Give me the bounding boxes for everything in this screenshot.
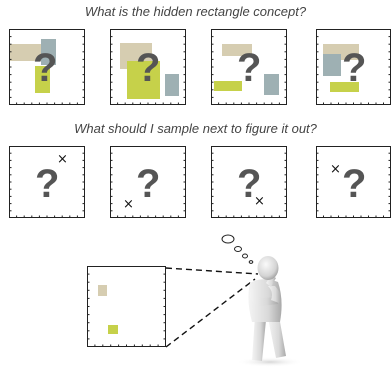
tan-rectangle — [10, 44, 46, 61]
thought-bubble-icon — [221, 234, 254, 264]
question-mark-icon: ? — [136, 46, 161, 90]
thinking-person-illustration — [236, 256, 304, 367]
panel-tick-marks — [9, 36, 391, 347]
tan-rectangle — [222, 44, 252, 56]
slate-rectangle — [264, 74, 279, 95]
question-mark-icon: ? — [33, 46, 58, 90]
slate-rectangle — [323, 54, 341, 76]
heading-sample-next: What should I sample next to figure it o… — [74, 121, 317, 136]
lime-sample-patch — [108, 325, 118, 334]
hypothesis-panel-3: ? — [211, 29, 287, 105]
slate-rectangle — [41, 39, 56, 65]
question-mark-icon: ? — [35, 162, 60, 206]
slate-rectangle — [165, 74, 179, 96]
sample-cross-icon: × — [123, 197, 134, 212]
tan-sample-patch — [98, 285, 107, 296]
sample-panel-4: ? × — [316, 146, 391, 218]
lime-rectangle — [127, 61, 160, 99]
question-mark-icon: ? — [342, 162, 367, 206]
lime-rectangle — [330, 82, 359, 92]
question-mark-icon: ? — [342, 46, 367, 90]
sample-cross-icon: × — [330, 162, 341, 177]
sample-cross-icon: × — [57, 152, 68, 167]
sample-cross-icon: × — [254, 194, 265, 209]
question-mark-icon: ? — [136, 162, 161, 206]
question-mark-icon: ? — [237, 162, 262, 206]
heading-hidden-concept: What is the hidden rectangle concept? — [84, 4, 307, 19]
projection-line-lower — [165, 278, 256, 348]
hypothesis-panel-4: ? — [316, 29, 391, 105]
question-mark-icon: ? — [237, 46, 262, 90]
lime-rectangle — [35, 66, 50, 93]
lime-rectangle — [214, 81, 242, 91]
sample-panel-3: ? × — [211, 146, 287, 218]
projection-line-upper — [165, 267, 259, 275]
